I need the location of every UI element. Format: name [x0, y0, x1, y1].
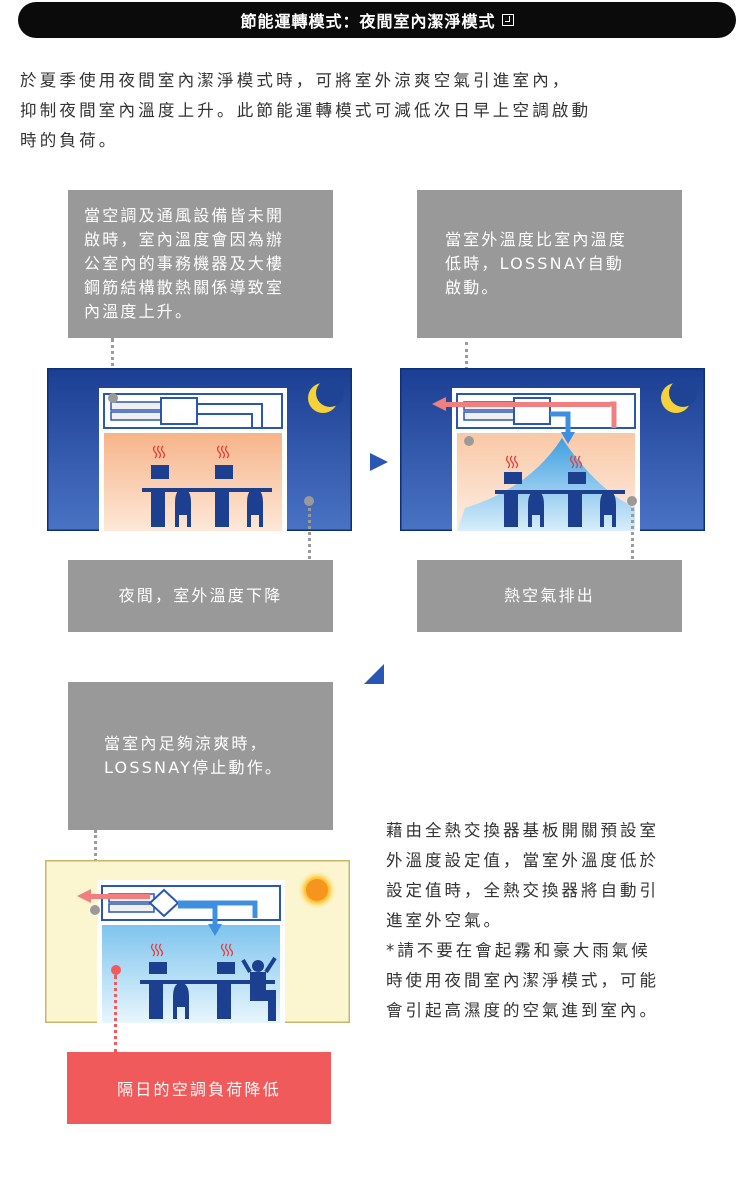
side-line: 進室外空氣。 [386, 911, 503, 930]
side-line: 時使用夜間室內潔淨模式，可能 [386, 971, 659, 990]
step2-line: 低時，LOSSNAY自動 [445, 254, 625, 273]
connector-line [308, 501, 311, 559]
step2-line: 啟動。 [445, 278, 500, 297]
intro-paragraph: 於夏季使用夜間室內潔淨模式時，可將室外涼爽空氣引進室內， 抑制夜間室內溫度上升。… [20, 66, 720, 156]
header-bar: 節能運轉模式：夜間室內潔淨模式 [18, 2, 736, 38]
step1-line: 當空調及通風設備皆未開 [84, 206, 285, 225]
duct-icon [103, 393, 283, 429]
arrow-down-left-icon [364, 664, 384, 684]
step1-line: 公室內的事務機器及大樓 [84, 254, 285, 273]
step3-day-scene [45, 860, 350, 1023]
step1-result-text: 夜間，室外溫度下降 [118, 586, 283, 605]
side-note: 藉由全熱交換器基板開關預設室 外溫度設定值，當室外溫度低於 設定值時，全熱交換器… [386, 816, 726, 1026]
side-line: 設定值時，全熱交換器將自動引 [386, 881, 659, 900]
connector-line [631, 501, 634, 559]
arrow-down-right-icon [550, 411, 575, 444]
page-title: 節能運轉模式：夜間室內潔淨模式 [240, 12, 496, 31]
step3-result-text: 隔日的空調負荷降低 [117, 1080, 281, 1099]
check-box-icon [501, 14, 514, 26]
arrow-right-icon [370, 453, 388, 471]
step2-result-text: 熱空氣排出 [503, 586, 595, 605]
step1-result: 夜間，室外溫度下降 [68, 560, 333, 632]
step3-description: 當室內足夠涼爽時， LOSSNAY停止動作。 [68, 682, 333, 830]
step1-night-scene [47, 368, 352, 531]
connector-line-red [114, 975, 117, 1053]
intro-line: 時的負荷。 [20, 131, 119, 150]
step3-line: 當室內足夠涼爽時， [104, 734, 268, 753]
side-line: 會引起高濕度的空氣進到室內。 [386, 1001, 659, 1020]
moon-icon [308, 379, 344, 413]
heat-icon [152, 445, 230, 459]
exhaust-arrow [432, 397, 617, 428]
step1-line: 內溫度上升。 [84, 302, 194, 321]
step3-result: 隔日的空調負荷降低 [67, 1052, 331, 1124]
step2-night-scene [400, 368, 705, 531]
intro-line: 抑制夜間室內溫度上升。此節能運轉模式可減低次日早上空調啟動 [20, 101, 592, 120]
intro-line: 於夏季使用夜間室內潔淨模式時，可將室外涼爽空氣引進室內， [20, 71, 572, 90]
side-line: *請不要在會起霧和豪大雨氣候 [386, 941, 651, 960]
side-line: 藉由全熱交換器基板開關預設室 [386, 821, 659, 840]
step2-description: 當室外溫度比室內溫度 低時，LOSSNAY自動 啟動。 [417, 190, 682, 338]
step2-result: 熱空氣排出 [417, 560, 682, 632]
step1-line: 啟時，室內溫度會因為辦 [84, 230, 285, 249]
step2-line: 當室外溫度比室內溫度 [445, 230, 628, 249]
step3-line: LOSSNAY停止動作。 [104, 758, 284, 777]
sun-icon [297, 870, 337, 910]
side-line: 外溫度設定值，當室外溫度低於 [386, 851, 659, 870]
step1-description: 當空調及通風設備皆未開 啟時，室內溫度會因為辦 公室內的事務機器及大樓 鋼筋結構… [68, 190, 333, 338]
step1-line: 鋼筋結構散熱關係導致室 [84, 278, 285, 297]
